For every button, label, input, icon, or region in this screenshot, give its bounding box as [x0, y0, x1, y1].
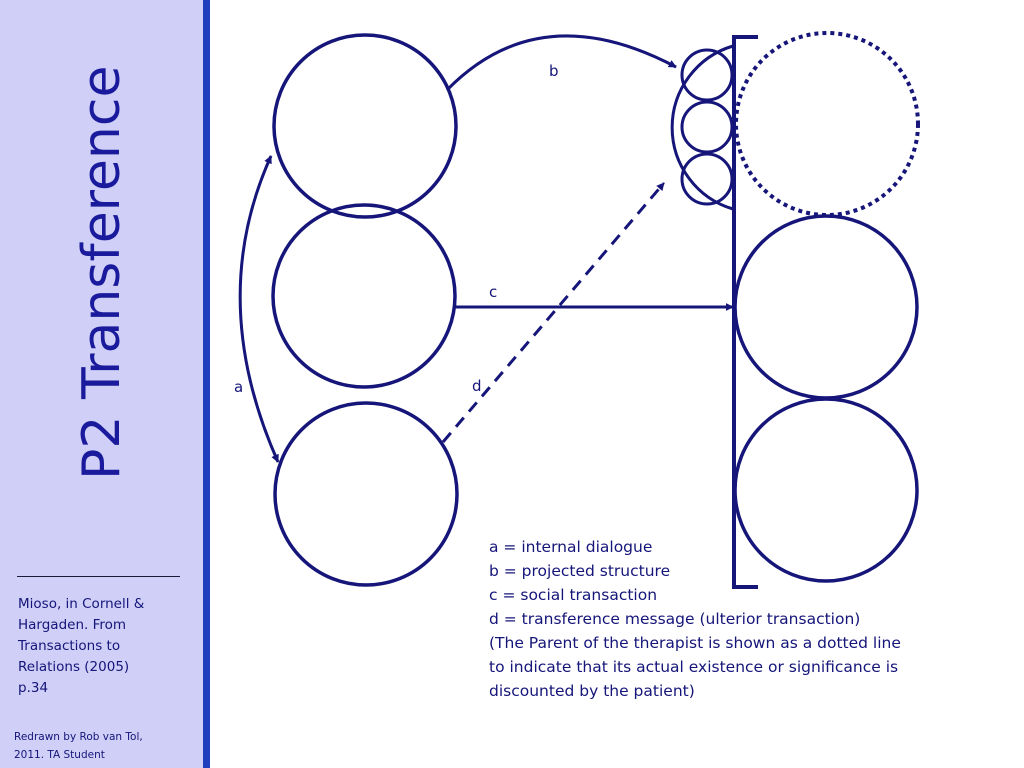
arrow-d-transference-message	[441, 182, 666, 443]
legend-line: to indicate that its actual existence or…	[489, 658, 899, 676]
projected-parent-circle	[680, 48, 734, 102]
legend: a = internal dialogue b = projected stru…	[489, 535, 1009, 703]
citation-line: p.34	[18, 680, 49, 696]
legend-line: b = projected structure	[489, 562, 671, 580]
citation: Mioso, in Cornell & Hargaden. From Trans…	[18, 594, 188, 699]
therapist-parent-dotted-circle	[734, 31, 920, 217]
citation-line: Mioso, in Cornell &	[18, 596, 145, 612]
therapist-child-circle	[733, 397, 919, 583]
citation-divider	[17, 576, 180, 577]
label-c: c	[489, 283, 497, 301]
legend-line: a = internal dialogue	[489, 538, 653, 556]
redraw-credit: Redrawn by Rob van Tol, 2011. TA Student	[14, 728, 199, 764]
citation-line: Hargaden. From	[18, 617, 127, 633]
citation-line: Transactions to	[18, 638, 121, 654]
credit-line: 2011. TA Student	[14, 749, 105, 761]
legend-line: c = social transaction	[489, 586, 658, 604]
label-a: a	[234, 378, 243, 396]
arrow-b-projected-structure	[445, 34, 677, 92]
patient-child-circle	[273, 401, 459, 587]
credit-line: Redrawn by Rob van Tol,	[14, 731, 143, 743]
projected-structure-arc	[670, 44, 734, 211]
sidebar-accent-stripe	[203, 0, 210, 768]
patient-parent-circle	[272, 33, 458, 219]
patient-adult-circle	[271, 203, 457, 389]
projected-adult-circle	[680, 100, 734, 154]
label-d: d	[472, 377, 482, 395]
citation-line: Relations (2005)	[18, 659, 130, 675]
label-b: b	[549, 62, 559, 80]
sidebar-panel	[0, 0, 203, 768]
legend-line: discounted by the patient)	[489, 682, 695, 700]
projected-child-circle	[680, 152, 734, 206]
legend-line: (The Parent of the therapist is shown as…	[489, 634, 901, 652]
therapist-adult-circle	[733, 214, 919, 400]
legend-line: d = transference message (ulterior trans…	[489, 610, 861, 628]
arrow-a-internal-dialogue	[238, 155, 280, 463]
